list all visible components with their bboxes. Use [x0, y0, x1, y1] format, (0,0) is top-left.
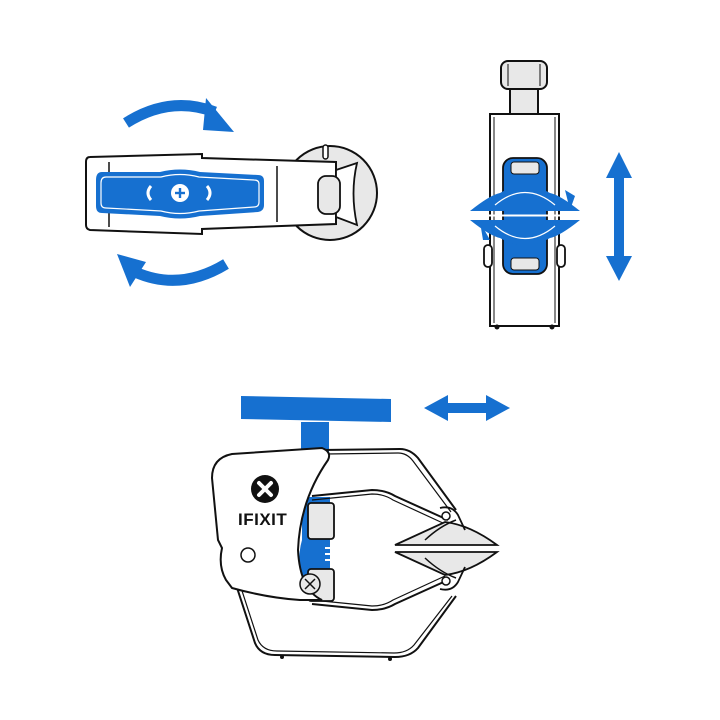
suction-pads — [394, 506, 500, 591]
horizontal-double-arrow-icon — [424, 395, 510, 421]
rotate-left-icon — [146, 185, 153, 201]
curved-arrow-counterclockwise-icon — [117, 254, 229, 287]
tension-handle-panel: IFIXIT — [200, 380, 530, 680]
vertical-adjust-panel — [440, 50, 660, 340]
blue-t-handle — [241, 396, 391, 454]
rotate-handle-panel — [80, 90, 400, 290]
ifixit-logo: IFIXIT — [238, 475, 287, 529]
vertical-adjust-illustration — [468, 60, 632, 330]
rotate-right-icon — [205, 185, 212, 201]
rotate-handle-illustration — [85, 98, 378, 287]
vertical-double-arrow-icon — [606, 152, 632, 281]
brand-label: IFIXIT — [238, 510, 287, 529]
screw-plus-icon — [171, 184, 189, 202]
tension-handle-illustration: IFIXIT — [210, 395, 510, 661]
pivot-hole — [240, 547, 256, 563]
front-plate — [210, 446, 331, 601]
curved-arrow-clockwise-icon — [123, 98, 234, 132]
screw-icon — [299, 573, 321, 595]
blue-suction-cups — [468, 157, 582, 275]
